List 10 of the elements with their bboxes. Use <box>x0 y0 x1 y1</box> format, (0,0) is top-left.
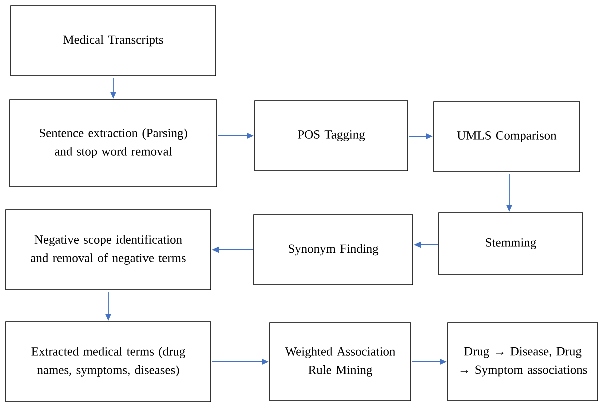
process-box: Extracted medical terms (drug names, symptoms, diseases) <box>6 322 212 402</box>
process-box: Sentence extraction (Parsing) and stop word removal <box>10 100 218 188</box>
process-box: UMLS Comparison <box>434 102 580 172</box>
process-box: Negative scope identification and removal of negative terms <box>6 210 212 290</box>
process-box: Weighted Association Rule Mining <box>270 322 412 402</box>
process-box: Synonym Finding <box>254 214 414 286</box>
process-box: Stemming <box>438 212 584 276</box>
process-box: POS Tagging <box>254 100 408 172</box>
process-box: Drug → Disease, Drug → Symptom associations <box>448 322 598 402</box>
process-box: Medical Transcripts <box>10 6 216 76</box>
